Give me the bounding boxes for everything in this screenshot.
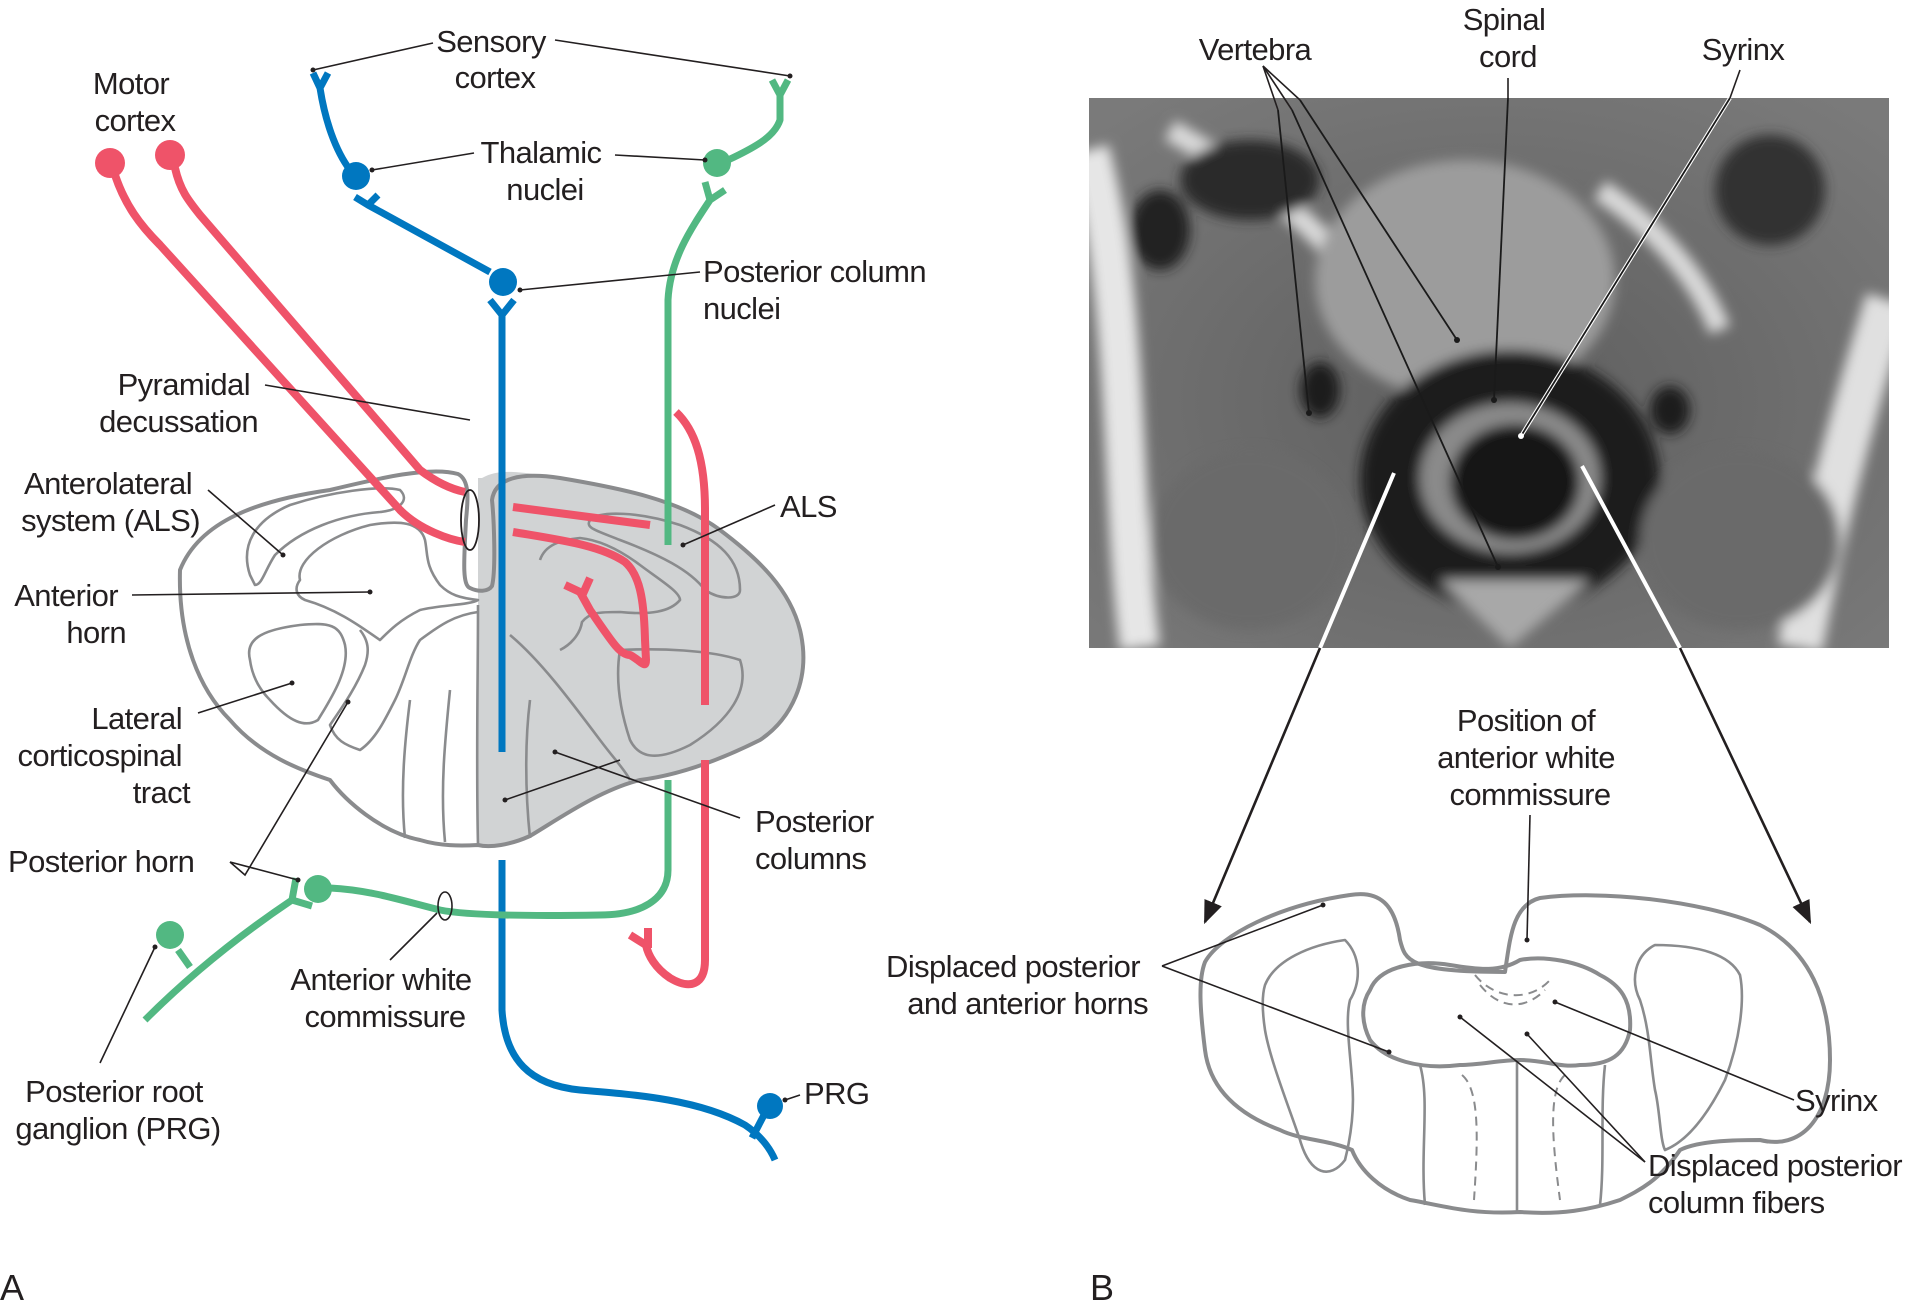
right-posterior-column-divider — [509, 634, 632, 781]
arrow-left-to-diagram — [1203, 647, 1322, 925]
label-thalamic-nuclei: Thalamic nuclei — [481, 135, 610, 207]
mri-leaders — [1262, 65, 1741, 649]
cord-outline — [177, 469, 806, 849]
pc-nucleus-dendrite — [487, 297, 517, 752]
lower-motor-terminal — [627, 928, 652, 949]
label-anterolateral-system: Anterolateral system (ALS) — [21, 466, 200, 538]
spinal-cord-cross-section-a — [177, 469, 806, 849]
right-anterior-horn — [538, 536, 682, 652]
posterior-column-divider-right — [1598, 1064, 1607, 1206]
label-spinal-cord: Spinal cord — [1463, 2, 1554, 74]
panel-a-labels: Sensory cortex Motor cortex Thalamic nuc… — [0, 24, 934, 1308]
decussating-axon-1 — [512, 503, 651, 529]
left-anterior-horn — [295, 521, 480, 642]
awc-position-dashes-1 — [1479, 984, 1546, 1006]
posterior-horn-dendrite — [142, 877, 314, 1023]
panel-a-leaders — [99, 39, 801, 1103]
label-position-awc: Position of anterior white commissure — [1437, 703, 1623, 812]
label-anterior-white-commissure: Anterior white commissure — [290, 962, 479, 1034]
label-pyramidal-decussation: Pyramidal decussation — [99, 367, 258, 439]
label-syrinx-bottom: Syrinx — [1795, 1083, 1879, 1118]
label-vertebra: Vertebra — [1199, 32, 1313, 67]
thalamic-nucleus-green — [703, 149, 731, 177]
panel-a: Sensory cortex Motor cortex Thalamic nuc… — [0, 24, 934, 1308]
left-displaced-horn — [1261, 938, 1360, 1173]
label-displaced-horns: Displaced posterior and anterior horns — [886, 949, 1148, 1021]
label-displaced-pc-fibers: Displaced posterior column fibers — [1648, 1148, 1910, 1220]
panel-a-letter: A — [0, 1267, 24, 1308]
panel-b: Vertebra Spinal cord Syrinx Position of … — [886, 2, 1910, 1308]
left-posterior-column-divider — [401, 699, 412, 839]
displaced-column-fibers-left — [1461, 1074, 1478, 1201]
motor-axon-1 — [111, 173, 466, 546]
sensory-cortex-dendrite-left — [309, 71, 353, 173]
syrinx-cavity — [1361, 956, 1633, 1069]
label-posterior-horn: Posterior horn — [8, 844, 194, 879]
cord-midline — [475, 604, 480, 846]
descending-tract-lower — [642, 760, 709, 989]
posterior-column-nucleus — [489, 268, 517, 296]
pyramidal-decussation-ring — [460, 489, 480, 551]
motor-cortex-neuron-1 — [95, 148, 125, 178]
mri-image — [1089, 98, 1889, 648]
label-posterior-column-nuclei: Posterior column nuclei — [703, 254, 934, 326]
label-motor-cortex: Motor cortex — [93, 66, 177, 138]
label-als: ALS — [780, 489, 837, 524]
posterior-column-pathway — [309, 71, 783, 1162]
motor-terminal-branch — [563, 576, 594, 598]
arrow-right-to-diagram — [1678, 647, 1812, 925]
thalamic-input-dendrite — [353, 192, 492, 276]
left-lateral-corticospinal-region — [247, 622, 348, 725]
left-posterior-horn — [328, 610, 479, 752]
right-posterior-column-divider-2 — [524, 699, 532, 839]
label-sensory-cortex: Sensory cortex — [436, 24, 554, 95]
corticospinal-tract-pathway — [95, 140, 709, 989]
motor-axon-2 — [171, 167, 466, 496]
posterior-horn-neuron — [304, 875, 332, 903]
als-axon-lower — [329, 780, 672, 919]
panel-b-labels: Vertebra Spinal cord Syrinx Position of … — [886, 2, 1910, 1308]
label-posterior-columns: Posterior columns — [755, 804, 882, 876]
thalamic-nucleus-blue — [342, 162, 370, 190]
anterolateral-system-pathway — [142, 78, 792, 1023]
anterior-white-commissure-ring — [437, 891, 453, 921]
left-posterior-column-divider-2 — [441, 689, 452, 843]
descending-tract-right — [673, 409, 709, 705]
syrinx-cord-outline — [1198, 892, 1832, 1215]
decussating-axon-2 — [512, 528, 650, 669]
label-posterior-root-ganglion: Posterior root ganglion (PRG) — [15, 1074, 220, 1146]
syrinx-cord-diagram — [1198, 892, 1832, 1215]
awc-position-dashes-2 — [1474, 974, 1551, 997]
prg-blue-stalk — [748, 1113, 768, 1140]
right-posterior-horn — [616, 648, 744, 757]
label-lateral-corticospinal-tract: Lateral corticospinal tract — [17, 701, 191, 810]
label-prg: PRG — [804, 1076, 869, 1111]
right-displaced-horn — [1633, 943, 1744, 1152]
thalamic-green-dendrite — [664, 181, 727, 545]
prg-green-stalk — [175, 947, 193, 970]
displaced-column-fibers-right — [1552, 1074, 1566, 1201]
posterior-column-divider-left — [1418, 1064, 1427, 1206]
panel-b-letter: B — [1090, 1267, 1114, 1308]
label-anterior-horn: Anterior horn — [14, 578, 126, 650]
right-als-region — [587, 512, 742, 599]
prg-blue-neuron — [757, 1093, 783, 1119]
prg-green-neuron — [156, 921, 184, 949]
left-als-region — [245, 487, 406, 587]
label-syrinx-top: Syrinx — [1702, 32, 1786, 67]
posterior-column-axon-lower — [498, 860, 779, 1162]
panel-b-leaders — [1161, 814, 1795, 1163]
motor-cortex-neuron-2 — [155, 140, 185, 170]
sensory-cortex-dendrite-right — [726, 78, 792, 164]
